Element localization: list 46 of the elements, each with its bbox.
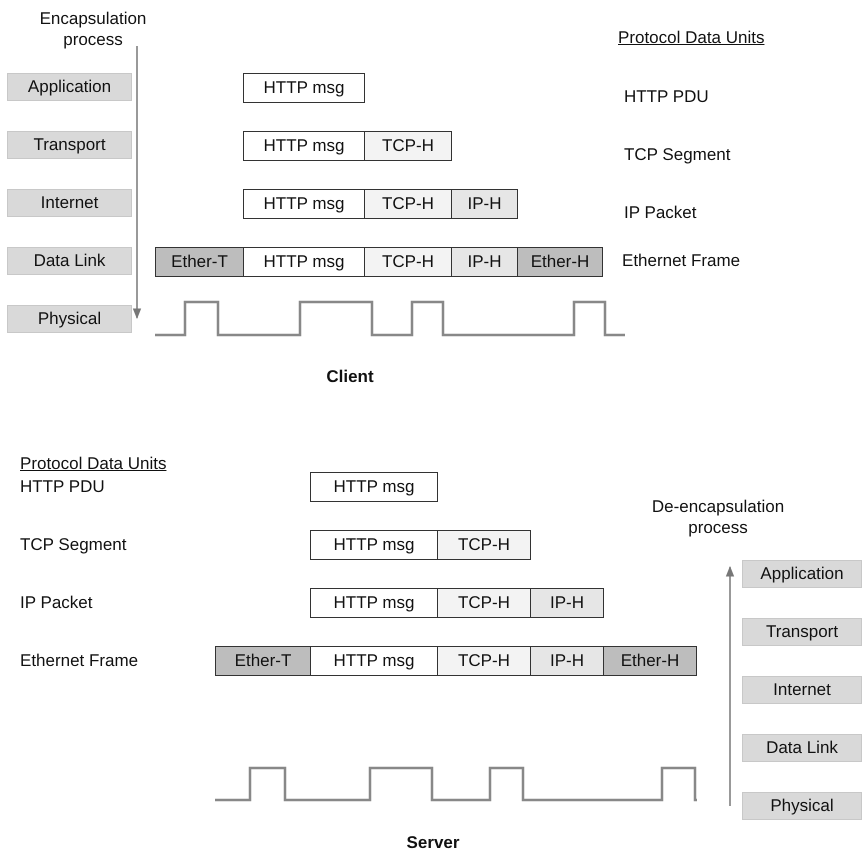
process-label: Encapsulation process bbox=[38, 8, 148, 50]
data-segment: HTTP msg bbox=[243, 73, 365, 103]
column-heading: Protocol Data Units bbox=[20, 454, 166, 474]
layer-box: Transport bbox=[7, 131, 132, 159]
section-title: Client bbox=[326, 367, 374, 387]
header-segment: TCP-H bbox=[437, 530, 531, 560]
layer-box: Application bbox=[742, 560, 862, 588]
data-segment: HTTP msg bbox=[310, 530, 438, 560]
header-segment: TCP-H bbox=[364, 247, 452, 277]
header-segment: TCP-H bbox=[437, 646, 531, 676]
column-heading: Protocol Data Units bbox=[618, 28, 764, 48]
data-segment: HTTP msg bbox=[243, 131, 365, 161]
frame-segment: Ether-H bbox=[517, 247, 603, 277]
header-segment: IP-H bbox=[530, 588, 604, 618]
header-segment: TCP-H bbox=[437, 588, 531, 618]
layer-box: Internet bbox=[742, 676, 862, 704]
pdu-label: TCP Segment bbox=[624, 145, 730, 165]
header-segment: TCP-H bbox=[364, 189, 452, 219]
pdu-label: Ethernet Frame bbox=[20, 651, 138, 671]
pdu-label: HTTP PDU bbox=[20, 477, 105, 497]
frame-segment: Ether-T bbox=[215, 646, 311, 676]
pdu-label: HTTP PDU bbox=[624, 87, 709, 107]
layer-box: Data Link bbox=[742, 734, 862, 762]
header-segment: TCP-H bbox=[364, 131, 452, 161]
layer-box: Data Link bbox=[7, 247, 132, 275]
data-segment: HTTP msg bbox=[310, 588, 438, 618]
layer-box: Physical bbox=[742, 792, 862, 820]
frame-segment: Ether-T bbox=[155, 247, 244, 277]
section-title: Server bbox=[406, 833, 460, 852]
layer-box: Application bbox=[7, 73, 132, 101]
header-segment: IP-H bbox=[451, 189, 518, 219]
data-segment: HTTP msg bbox=[310, 472, 438, 502]
pdu-label: Ethernet Frame bbox=[622, 251, 740, 271]
data-segment: HTTP msg bbox=[243, 247, 365, 277]
data-segment: HTTP msg bbox=[243, 189, 365, 219]
layer-box: Transport bbox=[742, 618, 862, 646]
layer-box: Physical bbox=[7, 305, 132, 333]
layer-box: Internet bbox=[7, 189, 132, 217]
header-segment: IP-H bbox=[451, 247, 518, 277]
pdu-label: IP Packet bbox=[20, 593, 92, 613]
data-segment: HTTP msg bbox=[310, 646, 438, 676]
process-label: De-encapsulation process bbox=[650, 496, 786, 538]
header-segment: IP-H bbox=[530, 646, 604, 676]
pdu-label: IP Packet bbox=[624, 203, 696, 223]
pdu-label: TCP Segment bbox=[20, 535, 126, 555]
frame-segment: Ether-H bbox=[603, 646, 697, 676]
